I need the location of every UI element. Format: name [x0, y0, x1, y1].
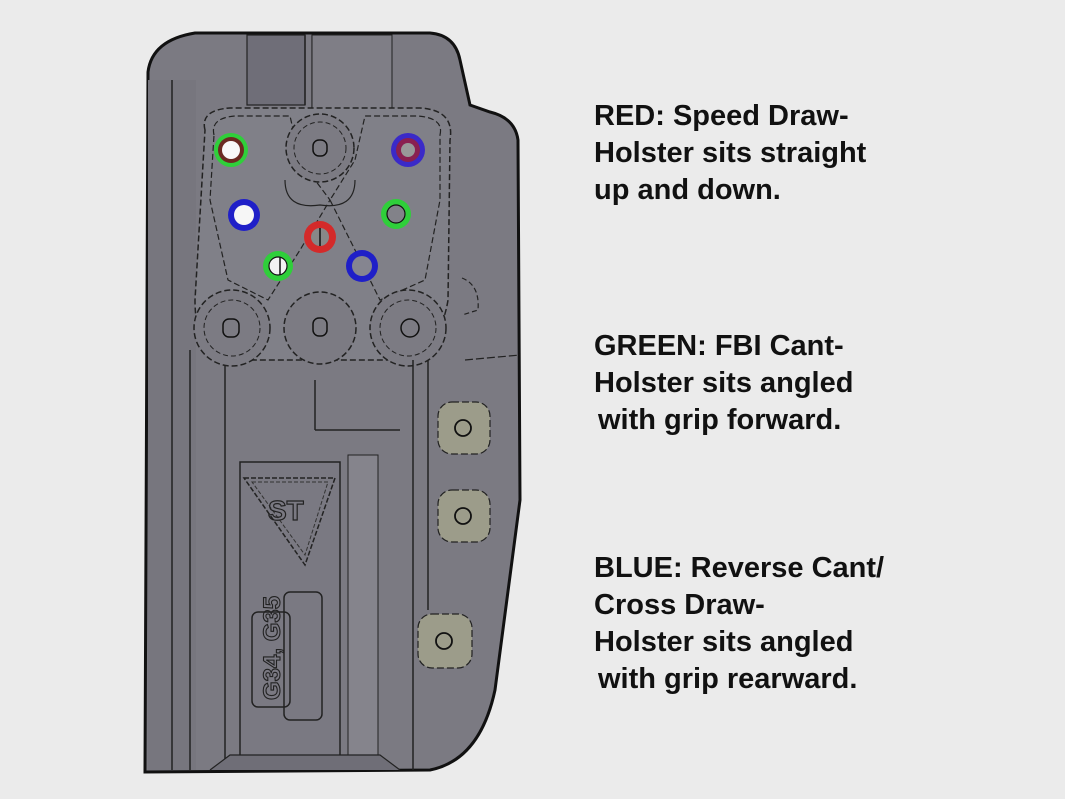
- legend-green-line-1: GREEN: FBI Cant-: [594, 330, 844, 362]
- legend-red-speed-draw: RED: Speed Draw- Holster sits straight u…: [594, 98, 866, 209]
- legend-green-line-3: with grip forward.: [598, 404, 842, 436]
- legend-blue-line-2: Cross Draw-: [594, 589, 765, 621]
- model-engraving: G34, G35: [251, 591, 323, 721]
- hole-reverse-cant-blue-left: [228, 199, 260, 231]
- legend-red-line-3: up and down.: [594, 174, 781, 206]
- bottom-bosses: [193, 289, 447, 367]
- st-logo-engraving: ST: [242, 477, 337, 567]
- legend-red-line-1: RED: Speed Draw-: [594, 100, 849, 132]
- legend-blue-line-4: with grip rearward.: [598, 663, 858, 695]
- legend-red-line-2: Holster sits straight: [594, 137, 867, 169]
- legend-green-fbi-cant: GREEN: FBI Cant- Holster sits angled wit…: [594, 328, 853, 439]
- hole-reverse-cant-blue-right: [346, 250, 378, 282]
- legend-blue-line-3: Holster sits angled: [594, 626, 854, 658]
- legend-green-line-2: Holster sits angled: [594, 367, 854, 399]
- svg-text:G34, G35: G34, G35: [259, 596, 286, 700]
- hole-speed-draw-red: [304, 221, 336, 253]
- side-screws: [417, 401, 491, 669]
- hole-fbi-cant-green-left: [263, 251, 293, 281]
- svg-text:ST: ST: [268, 495, 304, 526]
- legend-blue-line-1: BLUE: Reverse Cant/: [594, 552, 885, 584]
- hole-top-right-purple: [391, 133, 425, 167]
- legend-blue-reverse-cant: BLUE: Reverse Cant/ Cross Draw- Holster …: [594, 550, 884, 698]
- hole-top-left-multi: [214, 133, 248, 167]
- hole-fbi-cant-green-right: [381, 199, 411, 229]
